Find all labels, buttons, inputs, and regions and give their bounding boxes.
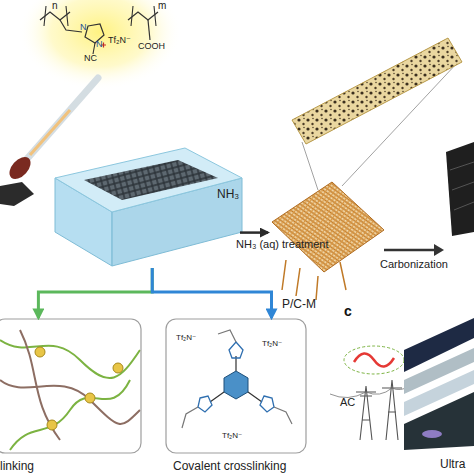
node-text: NH₃ bbox=[217, 188, 239, 201]
dropper-bulb bbox=[5, 153, 34, 183]
carboxyl-bond bbox=[148, 20, 150, 40]
repeat-index: m bbox=[158, 0, 166, 11]
ac-wave bbox=[354, 353, 394, 366]
ion-bead bbox=[47, 420, 57, 430]
scene-label: AC bbox=[340, 396, 355, 408]
panel-outline bbox=[0, 318, 142, 454]
anion-label: Tf₂N⁻ bbox=[108, 36, 131, 46]
step-label: Carbonization bbox=[380, 258, 448, 270]
panel-border bbox=[166, 319, 306, 453]
ion-bead bbox=[113, 363, 123, 373]
dropper-liquid bbox=[30, 110, 70, 155]
device-layer bbox=[404, 392, 474, 450]
power-lines bbox=[330, 386, 410, 398]
anion-label: Tf₂N⁻ bbox=[262, 340, 282, 349]
loose-fibres bbox=[282, 260, 346, 300]
bath-node: NH₃ bbox=[45, 150, 240, 268]
process-arrow bbox=[152, 268, 271, 318]
leader-line bbox=[302, 142, 318, 190]
carbon-fabric bbox=[446, 142, 474, 236]
process-arrow bbox=[384, 249, 434, 252]
imidazolium-ring bbox=[229, 342, 243, 358]
bath-surface bbox=[55, 148, 242, 212]
panel-fill bbox=[165, 318, 307, 454]
device-label: Ultra bbox=[440, 458, 465, 471]
panel-fill bbox=[0, 318, 142, 454]
ring-bond bbox=[93, 43, 95, 54]
polymer-chain bbox=[20, 330, 60, 440]
polymer-chain bbox=[0, 340, 140, 378]
magnified-fibre bbox=[292, 38, 462, 144]
device-port bbox=[422, 430, 442, 438]
woven-fabric bbox=[272, 182, 384, 272]
immersed-mesh bbox=[84, 160, 218, 200]
crosslink-panel: linking bbox=[0, 318, 142, 474]
imidazolium-ring bbox=[198, 396, 212, 412]
edge-label: NH₃ (aq) treatment bbox=[236, 238, 329, 250]
arm-bonds bbox=[210, 356, 262, 402]
group-label: COOH bbox=[138, 42, 165, 52]
node-text: Covalent crosslinking bbox=[173, 460, 286, 473]
panel-border bbox=[0, 319, 141, 453]
sample-piece bbox=[0, 182, 34, 206]
group-label: NC bbox=[84, 54, 97, 64]
power-tower bbox=[382, 380, 402, 440]
carbon-fibres bbox=[450, 162, 474, 210]
polymer-chain bbox=[10, 380, 130, 450]
anion-label: Tf₂N⁻ bbox=[222, 432, 242, 441]
ac-field bbox=[344, 346, 404, 374]
node-text: P/C-M bbox=[282, 298, 316, 311]
repeat-index: n bbox=[52, 0, 58, 11]
node-text: linking bbox=[0, 460, 34, 473]
pendant-bond bbox=[60, 20, 82, 32]
arrow-head bbox=[434, 244, 444, 256]
process-arrow bbox=[38, 268, 152, 318]
process-arrow bbox=[240, 231, 268, 234]
atom-label: N bbox=[80, 23, 87, 33]
imidazolium-ring bbox=[260, 396, 274, 412]
anion-label: Tf₂N⁻ bbox=[176, 334, 196, 343]
polymer-chain bbox=[0, 380, 140, 424]
ion-bead bbox=[85, 393, 95, 403]
triazine-ring bbox=[224, 371, 248, 399]
polymer-stub bbox=[182, 330, 292, 428]
repeat-bracket bbox=[131, 6, 156, 26]
atom-label: N bbox=[96, 40, 103, 50]
ion-bead bbox=[35, 347, 45, 357]
panel-letter: c bbox=[344, 304, 352, 319]
dropper-tube bbox=[26, 78, 98, 160]
